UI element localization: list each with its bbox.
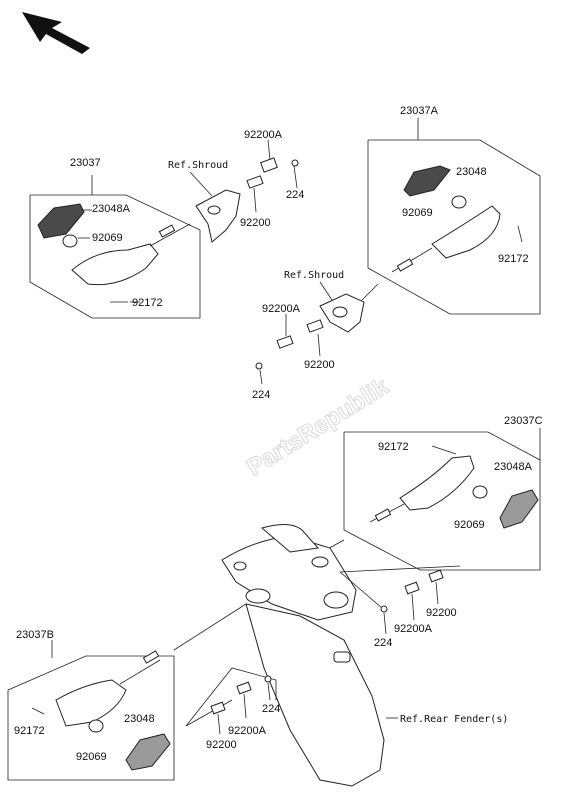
label-224-mid: 224 [252, 389, 270, 401]
label-92200a-fender-right: 92200A [394, 623, 433, 635]
label-92200-fender-right: 92200 [426, 607, 457, 619]
hardware-fender-lower [185, 667, 277, 735]
label-224-fender-right: 224 [374, 637, 392, 649]
label-23048-right: 23048 [456, 166, 487, 178]
label-23037a: 23037A [400, 105, 439, 117]
shroud-middle [255, 281, 379, 385]
label-92172-bottom: 92172 [14, 725, 45, 737]
label-92200-top: 92200 [240, 217, 271, 229]
label-92200-lower: 92200 [206, 739, 237, 751]
assembly-23037c [321, 428, 541, 571]
label-92200a-mid: 92200A [262, 303, 301, 315]
label-23048a-left: 23048A [92, 203, 131, 215]
label-92172-left: 92172 [132, 297, 163, 309]
label-23037b: 23037B [16, 629, 54, 641]
label-92200a-top: 92200A [244, 129, 283, 141]
label-92172-mid: 92172 [378, 441, 409, 453]
label-92069-bottom: 92069 [76, 751, 107, 763]
label-ref-rear-fender: Ref.Rear Fender(s) [400, 714, 508, 725]
assembly-23037a [367, 118, 541, 315]
hardware-top [246, 139, 299, 213]
label-92069-left: 92069 [92, 232, 123, 244]
label-23048-bottom: 23048 [124, 713, 155, 725]
label-23037: 23037 [70, 157, 101, 169]
label-ref-shroud-mid: Ref.Shroud [284, 270, 344, 281]
label-92069-right: 92069 [402, 207, 433, 219]
label-92172-right: 92172 [498, 253, 529, 265]
label-224-top: 224 [286, 189, 304, 201]
label-92200-mid: 92200 [304, 359, 335, 371]
label-ref-shroud-top: Ref.Shroud [168, 160, 228, 171]
label-23037c: 23037C [504, 415, 543, 427]
label-92200a-lower: 92200A [228, 725, 267, 737]
label-23048a-mid: 23048A [494, 461, 533, 473]
rear-fender [221, 524, 461, 787]
label-92069-mid: 92069 [454, 519, 485, 531]
assembly-23037b [7, 603, 247, 781]
hardware-fender-right [380, 569, 444, 635]
assembly-23037 [29, 175, 201, 319]
front-direction-arrow-icon [22, 12, 90, 54]
shroud-left [189, 171, 241, 243]
label-224-lower: 224 [262, 703, 280, 715]
